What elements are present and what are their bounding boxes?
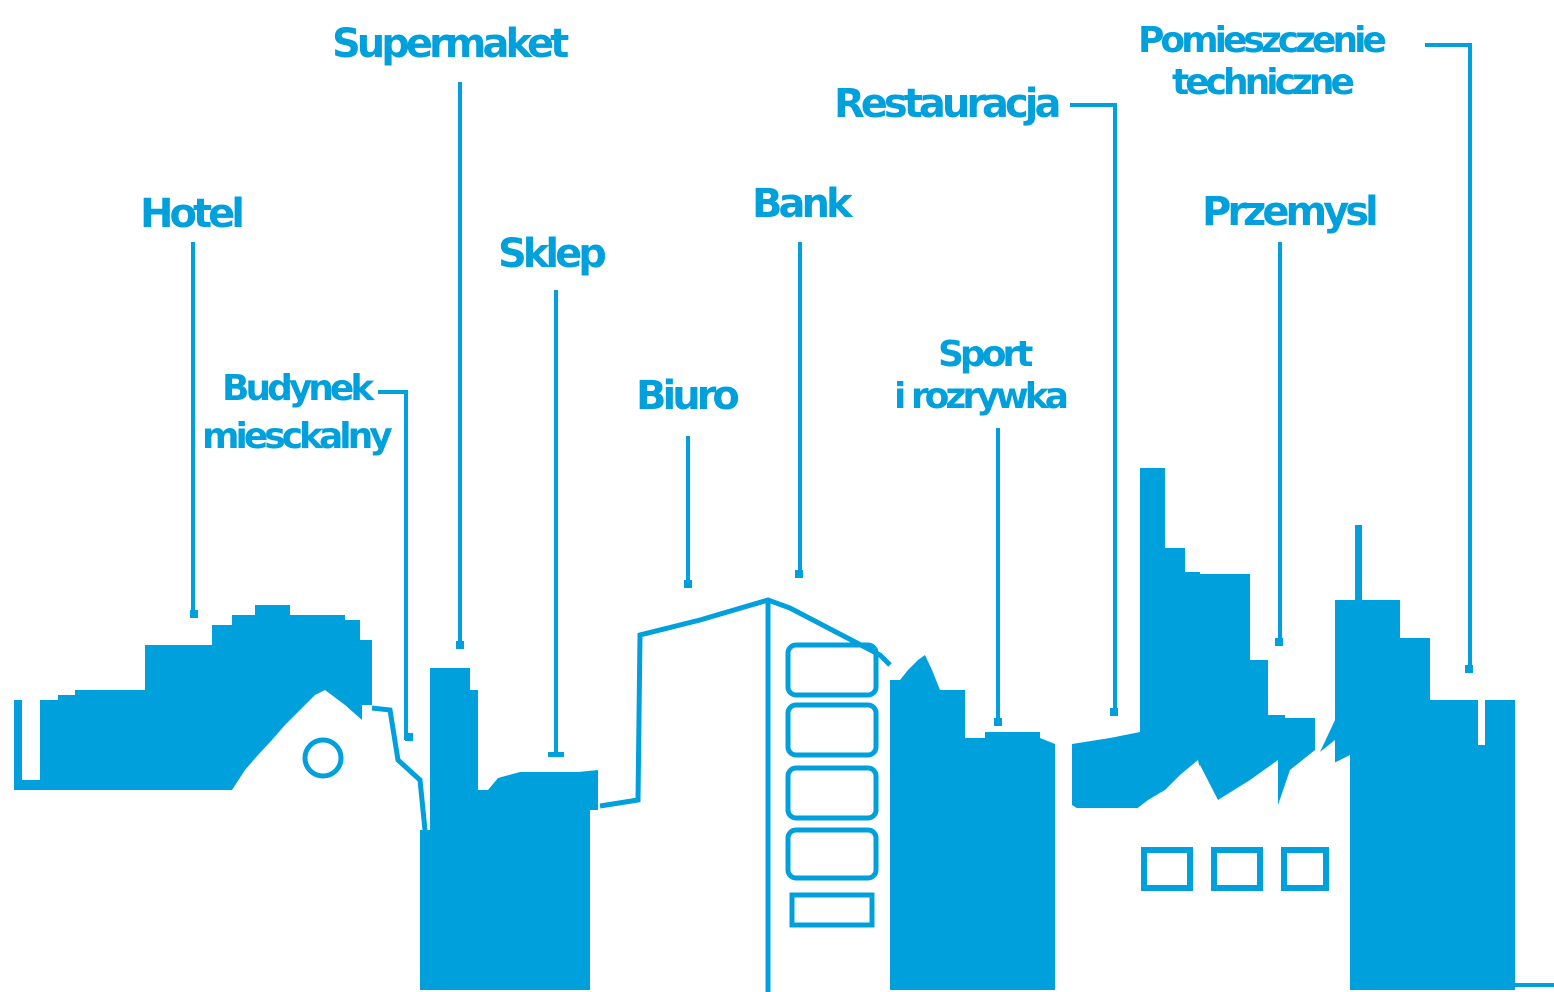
restaurant-building	[1072, 468, 1315, 810]
leader-technical	[1425, 43, 1472, 670]
round-window	[302, 737, 344, 779]
label-hotel: Hotel	[140, 191, 245, 237]
label-bank: Bank	[752, 181, 853, 227]
label-municipal-line2: miesckalny	[202, 416, 393, 457]
hotel-building	[14, 605, 372, 790]
leader-restaurant	[1070, 103, 1117, 712]
bank-floor	[785, 765, 879, 821]
label-office: Biuro	[636, 373, 740, 419]
label-municipal-line1: Budynek	[222, 368, 374, 409]
label-sport-line2: i rozrywka	[894, 376, 1069, 417]
bank-floor	[785, 642, 879, 698]
label-sport-line1: Sport	[938, 334, 1033, 375]
label-industry: Przemysl	[1202, 189, 1379, 235]
leader-municipal	[378, 390, 408, 740]
supermarket-building	[420, 668, 598, 990]
office-tower	[890, 655, 1055, 990]
label-technical-line2: techniczne	[1172, 62, 1355, 103]
label-shop: Sklep	[498, 231, 607, 277]
factory-window	[1211, 847, 1263, 891]
industry-building	[1320, 525, 1515, 990]
bank-floor	[785, 827, 879, 881]
bank-door	[789, 892, 875, 928]
label-restaurant: Restauracja	[834, 81, 1061, 127]
bank-floor	[785, 702, 879, 758]
factory-window	[1141, 847, 1193, 891]
label-technical-line1: Pomieszczenie	[1138, 20, 1387, 61]
factory-window	[1281, 847, 1329, 891]
label-supermarket: Supermaket	[332, 21, 569, 67]
